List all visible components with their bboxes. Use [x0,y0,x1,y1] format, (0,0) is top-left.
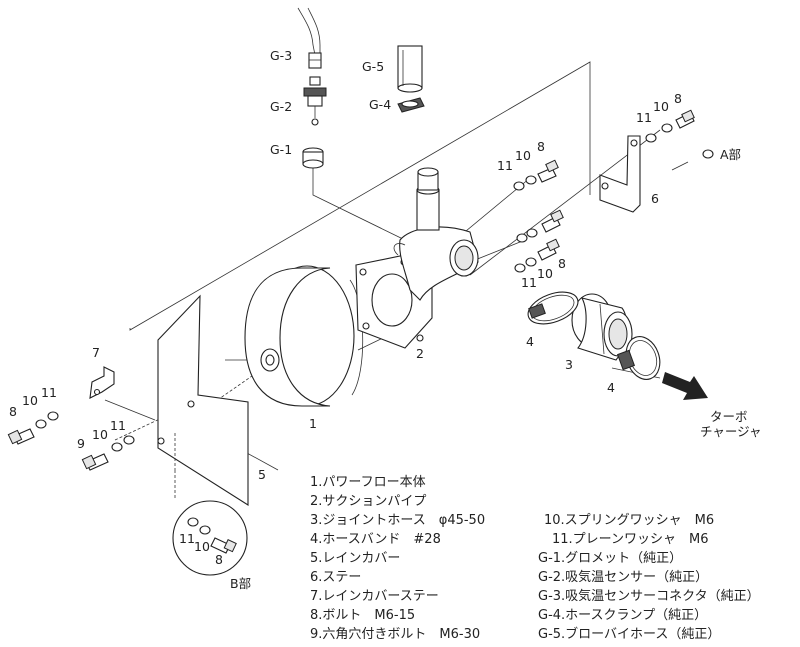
callout-10-top-right: 10 [653,99,669,114]
parts-list-left: 1.パワーフロー本体 2.サクションパイプ 3.ジョイントホース φ45-50 … [310,475,485,642]
parts-list-item: G-2.吸気温センサー（純正） [538,569,708,585]
g5-blowby-hose [397,45,423,93]
callout-a-part: A部 [720,147,741,162]
callout-1: 1 [309,416,317,431]
suction-pipe [355,167,479,349]
parts-list-item: G-4.ホースクランプ（純正） [538,608,707,623]
g1-grommet [302,147,324,169]
rain-cover [157,294,249,506]
callout-g3: G-3 [270,48,292,63]
callout-g5: G-5 [362,59,384,74]
callout-11-upper: 11 [497,158,513,173]
callout-10-left: 10 [22,393,38,408]
stay-bracket [599,135,641,213]
b-part-detail [172,500,248,576]
callout-8-b: 8 [215,552,223,567]
parts-list-item: 10.スプリングワッシャ M6 [544,513,714,528]
power-flow-filter-body [244,265,364,407]
g4-hose-clamp [397,97,425,113]
g3-sensor-connector [297,7,322,69]
callout-b-part: B部 [230,576,251,591]
callout-11-top-right: 11 [636,110,652,125]
callout-8-mid: 8 [558,256,566,271]
callout-4b: 4 [607,380,615,395]
callout-8-left: 8 [9,404,17,419]
callout-g1: G-1 [270,142,292,157]
callout-g2: G-2 [270,99,292,114]
parts-list-item: 3.ジョイントホース φ45-50 [310,513,485,528]
callout-6: 6 [651,191,659,206]
callout-11-mid: 11 [521,275,537,290]
callout-2: 2 [416,346,424,361]
parts-list-item: 1.パワーフロー本体 [310,475,426,490]
rain-cover-stay [89,366,115,399]
callout-9: 9 [77,436,85,451]
callout-10-bolt: 10 [92,427,108,442]
callout-11-b: 11 [179,531,195,546]
callout-7: 7 [92,345,100,360]
joint-hose [571,293,633,361]
callout-8-upper: 8 [537,139,545,154]
pipe-fasteners-upper [513,159,559,191]
stay-fasteners [645,109,695,143]
parts-list-item: 4.ホースバンド #28 [310,532,441,547]
pipe-fasteners-middle [514,209,564,273]
stay-fasteners-left [7,411,59,445]
callout-5: 5 [258,467,266,482]
hose-band-lower [616,336,661,380]
parts-list-item: 9.六角穴付きボルト M6-30 [310,627,480,642]
parts-list-item: 6.ステー [310,570,361,585]
turbo-direction-arrow [662,372,708,400]
callout-10-b: 10 [194,539,210,554]
callout-11-bolt: 11 [110,418,126,433]
a-part-marker [702,149,714,159]
callout-labels: G-3 G-2 G-1 G-5 G-4 1 2 3 4 4 5 6 7 11 1… [9,48,762,591]
g2-intake-temp-sensor [303,76,327,126]
turbocharger-label-line1: ターボ [710,409,748,424]
turbocharger-label-line2: チャージャ [700,424,762,439]
callout-10-mid: 10 [537,266,553,281]
hose-band-upper [527,291,579,325]
callout-3: 3 [565,357,573,372]
callout-g4: G-4 [369,97,391,112]
parts-list-item: G-5.ブローバイホース（純正） [538,626,720,642]
parts-list-right: 10.スプリングワッシャ M6 11.プレーンワッシャ M6 G-1.グロメット… [538,513,760,642]
parts-list-item: 8.ボルト M6-15 [310,608,415,623]
callout-4a: 4 [526,334,534,349]
callout-10-upper: 10 [515,148,531,163]
parts-list-item: 7.レインカバーステー [310,589,439,604]
parts-list-item: 2.サクションパイプ [310,494,426,509]
parts-list-item: G-1.グロメット（純正） [538,551,682,566]
hex-socket-bolt-fasteners [81,435,135,471]
parts-list-item: 5.レインカバー [310,551,400,566]
callout-8-top-right: 8 [674,91,682,106]
parts-list-item: 11.プレーンワッシャ M6 [552,532,709,547]
callout-11-left: 11 [41,385,57,400]
parts-list-item: G-3.吸気温センサーコネクタ（純正） [538,588,760,604]
